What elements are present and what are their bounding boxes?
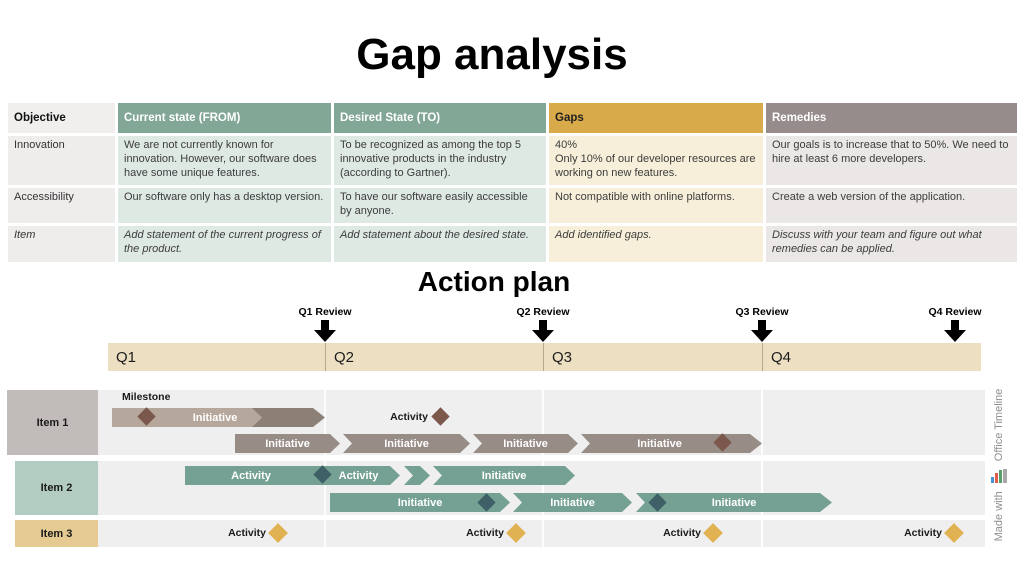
gridline-q2 bbox=[324, 383, 326, 548]
quarter-band: Q1 Q2 Q3 Q4 bbox=[108, 343, 981, 371]
page-title: Gap analysis bbox=[356, 30, 628, 79]
item3-label: Item 3 bbox=[15, 520, 98, 547]
item1-milestone-label: Milestone bbox=[122, 391, 171, 403]
q3-review-label: Q3 Review bbox=[735, 306, 789, 318]
q2-review-arrow-icon bbox=[539, 320, 547, 331]
item2-row1-seg2: Activity bbox=[317, 466, 400, 485]
quarter-q3: Q3 bbox=[543, 343, 762, 371]
q4-review-label: Q4 Review bbox=[928, 306, 982, 318]
cell-item-remedies: Discuss with your team and figure out wh… bbox=[766, 226, 1017, 262]
watermark-prefix: Made with bbox=[993, 491, 1005, 542]
gridline-q3 bbox=[542, 383, 544, 548]
q3-review-arrowhead-icon bbox=[751, 330, 773, 342]
item2-row2-seg2: Initiative bbox=[513, 493, 632, 512]
q4-review-arrowhead-icon bbox=[944, 330, 966, 342]
item1-bar1-dark-segment bbox=[250, 408, 325, 427]
cell-accessibility-from: Our software only has a desktop version. bbox=[118, 188, 331, 223]
item3-row-band bbox=[98, 520, 985, 547]
q2-review-arrowhead-icon bbox=[532, 330, 554, 342]
quarter-q2: Q2 bbox=[325, 343, 543, 371]
item1-bar2-seg4: Initiative bbox=[581, 434, 762, 453]
item3-activity4-label: Activity bbox=[904, 527, 942, 539]
item2-row2-seg1: Initiative bbox=[330, 493, 510, 512]
cell-item-from: Add statement of the current progress of… bbox=[118, 226, 331, 262]
item1-activity-label: Activity bbox=[390, 411, 428, 423]
item1-bar2-seg1: Initiative bbox=[235, 434, 340, 453]
cell-item-objective: Item bbox=[8, 226, 115, 262]
cell-innovation-objective: Innovation bbox=[8, 136, 115, 185]
q3-review-arrow-icon bbox=[758, 320, 766, 331]
cell-accessibility-objective: Accessibility bbox=[8, 188, 115, 223]
item2-row1-chevron-icon bbox=[404, 466, 430, 485]
item2-row2-seg3: Initiative bbox=[636, 493, 832, 512]
gap-analysis-table: Objective Current state (FROM) Desired S… bbox=[8, 103, 1017, 262]
col-header-desired-state: Desired State (TO) bbox=[334, 103, 546, 133]
cell-item-gaps: Add identified gaps. bbox=[549, 226, 763, 262]
office-timeline-logo-icon bbox=[991, 469, 1007, 484]
watermark-brand: Office Timeline bbox=[993, 388, 1005, 462]
gridline-q4 bbox=[761, 383, 763, 548]
item3-activity2-label: Activity bbox=[466, 527, 504, 539]
cell-accessibility-remedies: Create a web version of the application. bbox=[766, 188, 1017, 223]
q1-review-arrow-icon bbox=[321, 320, 329, 331]
watermark: Made with Office Timeline bbox=[990, 370, 1008, 560]
q4-review-arrow-icon bbox=[951, 320, 959, 331]
cell-innovation-gaps: 40% Only 10% of our developer resources … bbox=[549, 136, 763, 185]
col-header-objective: Objective bbox=[8, 103, 115, 133]
quarter-q4: Q4 bbox=[762, 343, 981, 371]
action-plan-title: Action plan bbox=[417, 266, 571, 297]
q1-review-arrowhead-icon bbox=[314, 330, 336, 342]
q2-review-label: Q2 Review bbox=[516, 306, 570, 318]
cell-accessibility-to: To have our software easily accessible b… bbox=[334, 188, 546, 223]
item1-label: Item 1 bbox=[7, 390, 98, 455]
item2-row1-seg3: Initiative bbox=[433, 466, 575, 485]
cell-innovation-from: We are not currently known for innovatio… bbox=[118, 136, 331, 185]
col-header-remedies: Remedies bbox=[766, 103, 1017, 133]
cell-innovation-remedies: Our goals is to increase that to 50%. We… bbox=[766, 136, 1017, 185]
item1-bar2-seg3: Initiative bbox=[473, 434, 578, 453]
item2-label: Item 2 bbox=[15, 461, 98, 515]
quarter-q1: Q1 bbox=[116, 348, 137, 366]
col-header-gaps: Gaps bbox=[549, 103, 763, 133]
item1-bar1-label: Initiative bbox=[192, 411, 238, 424]
cell-accessibility-gaps: Not compatible with online platforms. bbox=[549, 188, 763, 223]
item3-activity1-label: Activity bbox=[228, 527, 266, 539]
item3-activity3-label: Activity bbox=[663, 527, 701, 539]
cell-innovation-to: To be recognized as among the top 5 inno… bbox=[334, 136, 546, 185]
cell-item-to: Add statement about the desired state. bbox=[334, 226, 546, 262]
q1-review-label: Q1 Review bbox=[298, 306, 352, 318]
col-header-current-state: Current state (FROM) bbox=[118, 103, 331, 133]
item2-row1-seg1: Activity bbox=[185, 466, 317, 485]
item1-bar2-seg2: Initiative bbox=[343, 434, 470, 453]
